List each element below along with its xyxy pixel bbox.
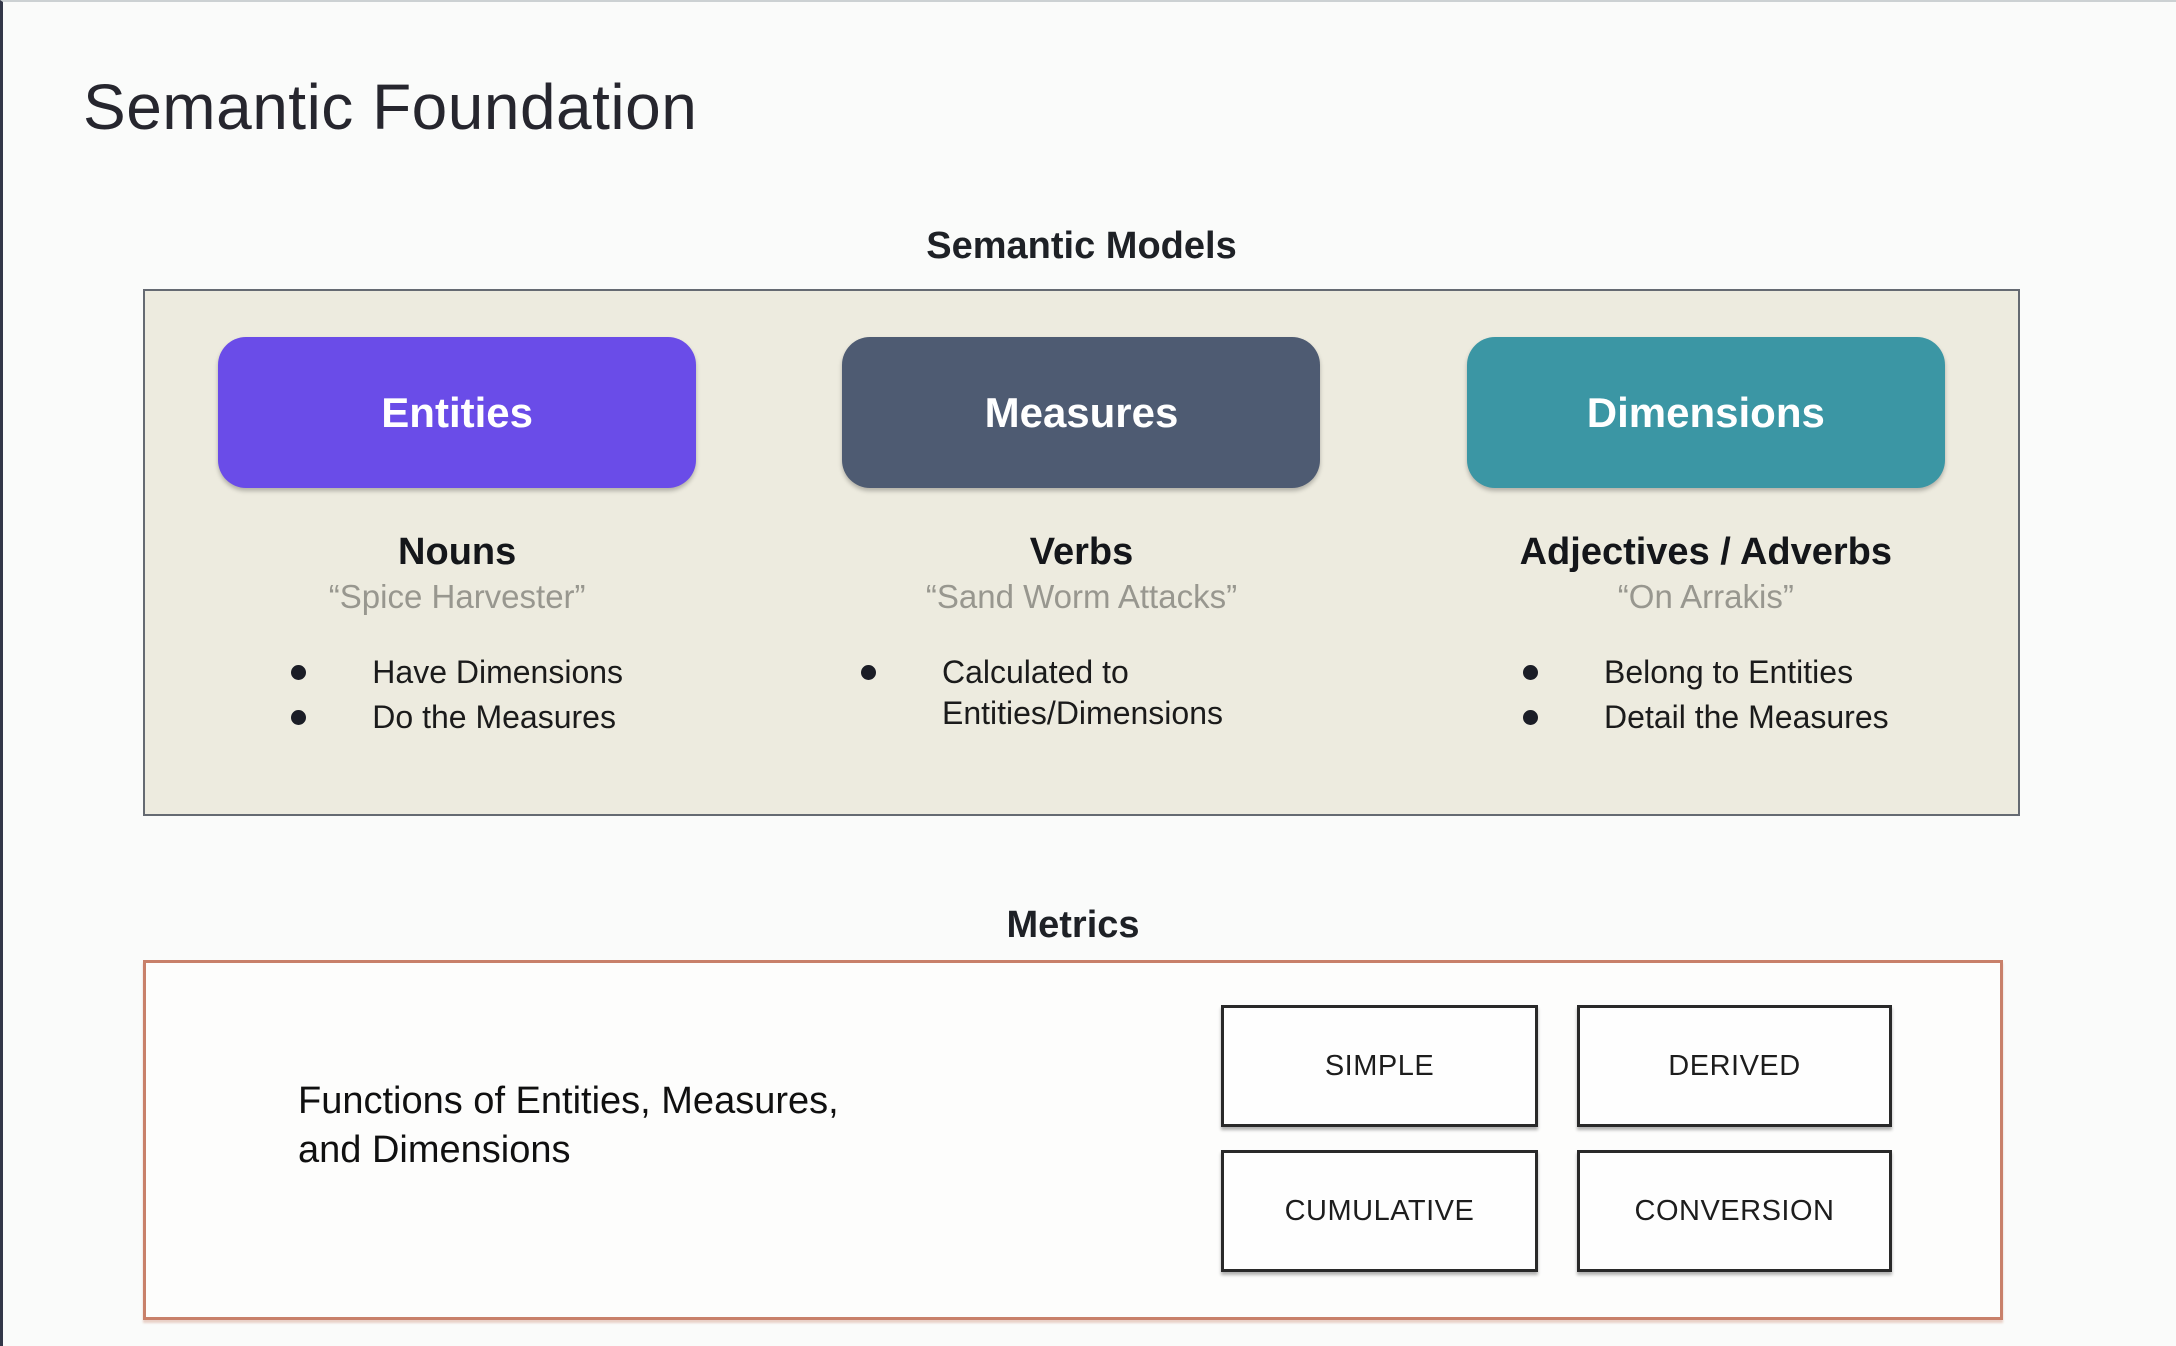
metrics-description-line2: and Dimensions bbox=[298, 1129, 571, 1172]
dimensions-column: Dimensions Adjectives / Adverbs “On Arra… bbox=[1394, 291, 2018, 814]
metrics-description: Functions of Entities, Measures, and Dim… bbox=[298, 1077, 839, 1176]
entities-term: Nouns bbox=[398, 531, 517, 573]
metric-type-derived: DERIVED bbox=[1577, 1005, 1892, 1127]
bullet-icon bbox=[1523, 710, 1539, 726]
list-item: Have Dimensions bbox=[291, 652, 623, 694]
bullet-label: Have Dimensions bbox=[372, 653, 624, 690]
semantic-models-heading: Semantic Models bbox=[926, 225, 1237, 267]
bullet-icon bbox=[860, 664, 876, 680]
bullet-label: Detail the Measures bbox=[1604, 699, 1889, 736]
entities-column: Entities Nouns “Spice Harvester” Have Di… bbox=[145, 291, 769, 814]
dimensions-pill: Dimensions bbox=[1466, 337, 1945, 488]
bullet-icon bbox=[291, 664, 307, 680]
measures-term: Verbs bbox=[1029, 531, 1134, 573]
dimensions-bullet-list: Belong to Entities Detail the Measures bbox=[1523, 652, 1889, 739]
page-title: Semantic Foundation bbox=[83, 71, 698, 143]
list-item: Calculated to Entities/Dimensions bbox=[860, 652, 1302, 735]
entities-bullet-list: Have Dimensions Do the Measures bbox=[291, 652, 623, 739]
list-item: Do the Measures bbox=[291, 697, 623, 739]
bullet-label: Calculated to Entities/Dimensions bbox=[941, 653, 1223, 732]
list-item: Detail the Measures bbox=[1523, 697, 1889, 739]
dimensions-quote: “On Arrakis” bbox=[1617, 577, 1794, 615]
metric-type-cumulative: CUMULATIVE bbox=[1221, 1150, 1538, 1272]
metrics-heading: Metrics bbox=[1006, 904, 1140, 946]
bullet-label: Do the Measures bbox=[372, 699, 616, 736]
measures-column: Measures Verbs “Sand Worm Attacks” Calcu… bbox=[769, 291, 1393, 814]
metric-type-conversion: CONVERSION bbox=[1577, 1150, 1892, 1272]
metrics-description-line1: Functions of Entities, Measures, bbox=[298, 1080, 839, 1122]
measures-quote: “Sand Worm Attacks” bbox=[925, 577, 1238, 615]
measures-bullet-list: Calculated to Entities/Dimensions bbox=[860, 652, 1302, 735]
bullet-label: Belong to Entities bbox=[1604, 653, 1854, 690]
dimensions-term: Adjectives / Adverbs bbox=[1519, 531, 1893, 573]
semantic-models-box: Entities Nouns “Spice Harvester” Have Di… bbox=[143, 289, 2020, 816]
entities-quote: “Spice Harvester” bbox=[328, 577, 586, 615]
metric-type-simple: SIMPLE bbox=[1221, 1005, 1538, 1127]
list-item: Belong to Entities bbox=[1523, 652, 1889, 694]
bullet-icon bbox=[291, 710, 307, 726]
metric-type-grid: SIMPLE DERIVED CUMULATIVE CONVERSION bbox=[1221, 1005, 1892, 1272]
bullet-icon bbox=[1523, 664, 1539, 680]
measures-pill: Measures bbox=[842, 337, 1321, 488]
entities-pill: Entities bbox=[218, 337, 697, 488]
